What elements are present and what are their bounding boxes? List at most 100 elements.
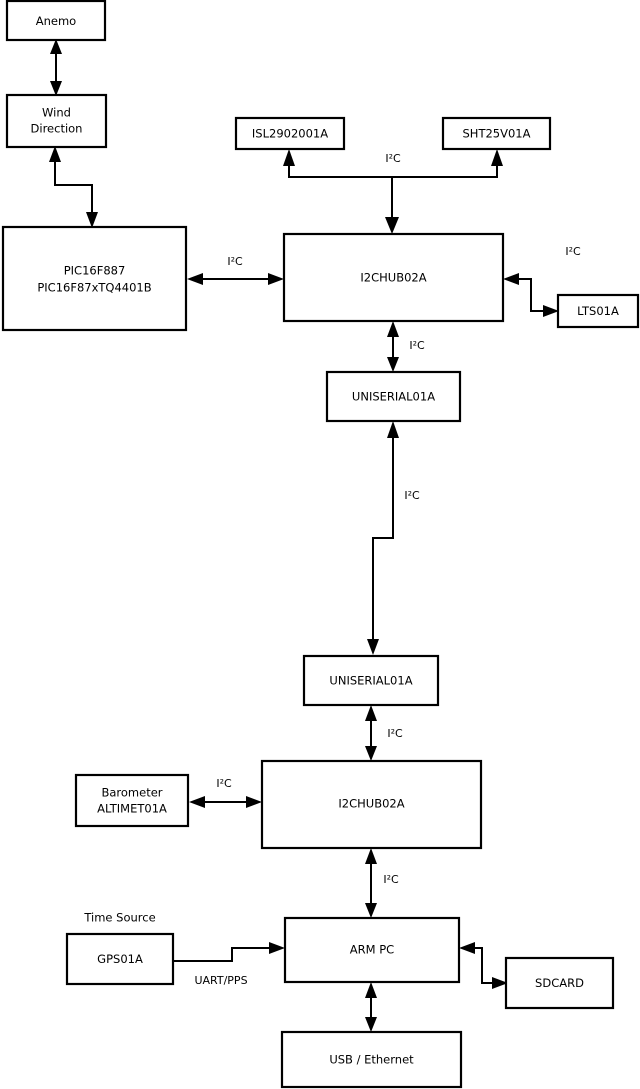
edge-barometer-hub-bottom	[189, 796, 262, 808]
arrow-head-left-pic	[187, 273, 203, 285]
node-i2chub02a-bottom-label: I2CHUB02A	[338, 797, 404, 811]
arrow-head-down-pic	[86, 212, 98, 228]
node-sdcard-label: SDCARD	[535, 976, 584, 990]
node-barometer[interactable]: Barometer ALTIMET01A	[74, 773, 190, 828]
node-isl2902001a-label: ISL2902001A	[252, 127, 328, 141]
node-i2chub02a-top[interactable]: I2CHUB02A	[282, 232, 505, 323]
arrow-head-down-usb-eth	[365, 1017, 377, 1032]
node-i2chub02a-top-label: I2CHUB02A	[360, 271, 426, 285]
node-anemo-rect[interactable]	[5, 0, 107, 42]
node-uniserial01a-upper[interactable]: UNISERIAL01A	[325, 370, 462, 423]
edge-label-hub-bottom-arm: I²C	[383, 873, 399, 886]
node-sht25v01a-label: SHT25V01A	[463, 127, 531, 141]
arrow-head-up-hub-bottom	[365, 848, 377, 864]
edge-arm-usb-eth	[365, 982, 377, 1032]
node-gps01a[interactable]: GPS01A	[65, 932, 175, 986]
node-anemo[interactable]: Anemo	[5, 0, 107, 42]
arrow-head-right-arm-pc	[269, 942, 285, 954]
arrow-head-down-arm-pc	[365, 903, 377, 918]
node-isl2902001a-rect[interactable]	[234, 116, 346, 151]
node-barometer-rect[interactable]	[74, 773, 190, 828]
node-wind-direction-rect[interactable]	[5, 93, 108, 149]
edge-label-hub-uniserial-up: I²C	[409, 339, 425, 352]
edge-arm-sdcard-path	[472, 947, 496, 984]
node-pic[interactable]: PIC16F887 PIC16F87xTQ4401B	[1, 225, 188, 332]
arrow-head-up-hub-top-bottom	[387, 321, 399, 337]
node-isl2902001a[interactable]: ISL2902001A	[234, 116, 346, 151]
node-arm-pc[interactable]: ARM PC	[283, 916, 461, 984]
arrow-head-up-arm-pc	[365, 982, 377, 998]
edge-label-uniserial-uniserial: I²C	[404, 489, 420, 502]
node-uniserial01a-lower-rect[interactable]	[302, 654, 440, 707]
edge-hub-lts	[503, 273, 559, 317]
edge-wind-pic	[49, 146, 98, 228]
node-sdcard-rect[interactable]	[504, 956, 615, 1010]
edge-uniserial-uniserial	[367, 421, 399, 655]
edge-label-pic-hub: I²C	[227, 255, 243, 268]
node-sdcard[interactable]: SDCARD	[504, 956, 615, 1010]
arrow-head-left-arm-pc	[459, 942, 475, 954]
edge-hub-bottom-arm	[365, 848, 377, 918]
node-sht25v01a-rect[interactable]	[441, 116, 552, 151]
arrow-head-down-uniserial-up	[387, 357, 399, 372]
node-gps01a-rect[interactable]	[65, 932, 175, 986]
arrow-head-left-hub-lts	[503, 273, 519, 285]
node-pic-label-line1: PIC16F887	[64, 264, 126, 278]
node-barometer-label-line1: Barometer	[101, 786, 162, 800]
arrow-head-up-anemo	[50, 39, 62, 54]
node-uniserial01a-upper-rect[interactable]	[325, 370, 462, 423]
node-lts01a[interactable]: LTS01A	[556, 293, 640, 329]
node-usb-ethernet-rect[interactable]	[280, 1030, 463, 1089]
arrow-head-up-isl	[283, 149, 295, 166]
edge-pic-hub	[187, 273, 284, 285]
node-uniserial01a-lower-label: UNISERIAL01A	[329, 674, 412, 688]
arrow-head-down-wind	[50, 81, 62, 96]
arrow-head-left-barometer	[189, 796, 205, 808]
arrow-head-down-hub-bottom	[365, 746, 377, 761]
arrow-head-up-sht	[491, 149, 503, 166]
edge-hub-lts-path	[517, 278, 547, 312]
edge-label-uniserial-hub-bottom: I²C	[387, 727, 403, 740]
edge-label-hub-lts: I²C	[565, 245, 581, 258]
node-sht25v01a[interactable]: SHT25V01A	[441, 116, 552, 151]
node-usb-ethernet[interactable]: USB / Ethernet	[280, 1030, 463, 1089]
arrow-head-up-uniserial-dn	[365, 705, 377, 721]
node-i2chub02a-top-rect[interactable]	[282, 232, 505, 323]
free-labels-layer: Time Source	[83, 911, 155, 925]
node-gps01a-label: GPS01A	[97, 952, 143, 966]
node-anemo-label: Anemo	[36, 14, 76, 28]
edge-uniserial-uniserial-path	[372, 437, 394, 641]
node-arm-pc-rect[interactable]	[283, 916, 461, 984]
arrow-head-up-wind	[49, 146, 61, 162]
arrow-head-down-hub-top	[385, 217, 399, 234]
node-i2chub02a-bottom[interactable]: I2CHUB02A	[260, 759, 483, 850]
node-uniserial01a-upper-label: UNISERIAL01A	[352, 390, 435, 404]
node-i2chub02a-bottom-rect[interactable]	[260, 759, 483, 850]
edge-sensor-bus-horizontal	[288, 164, 498, 178]
node-pic-label-line2: PIC16F87xTQ4401B	[37, 281, 151, 295]
node-lts01a-label: LTS01A	[577, 304, 619, 318]
edge-arm-sdcard	[459, 942, 508, 989]
node-uniserial01a-lower[interactable]: UNISERIAL01A	[302, 654, 440, 707]
edge-gps-arm-path	[173, 947, 272, 962]
edge-gps-arm	[173, 942, 285, 962]
edge-anemo-wind	[50, 39, 62, 96]
node-wind-direction[interactable]: Wind Direction	[5, 93, 108, 149]
node-wind-direction-label-line2: Direction	[31, 122, 83, 136]
node-lts01a-rect[interactable]	[556, 293, 640, 329]
node-wind-direction-label-line1: Wind	[42, 106, 71, 120]
node-pic-rect[interactable]	[1, 225, 188, 332]
edge-label-barometer-hub-bottom: I²C	[216, 777, 232, 790]
node-usb-ethernet-label: USB / Ethernet	[329, 1053, 414, 1067]
edge-label-hub-sensors-bus: I²C	[385, 152, 401, 165]
arrow-head-right-sdcard	[492, 977, 508, 989]
edge-hub-sensors-bus	[283, 149, 503, 234]
edge-label-gps-arm-uart-pps: UART/PPS	[194, 974, 247, 987]
edge-labels-layer: I²C I²C I²C I²C I²C I²C I²C I²C UART/PPS	[194, 152, 581, 987]
node-arm-pc-label: ARM PC	[350, 943, 394, 957]
arrow-head-right-lts	[543, 305, 559, 317]
edge-uniserial-hub-bottom	[365, 705, 377, 761]
